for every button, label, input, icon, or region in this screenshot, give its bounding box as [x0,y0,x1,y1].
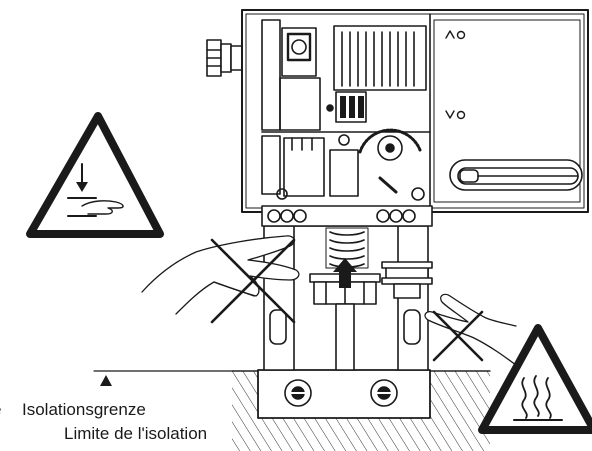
hand-right-prohibited [424,293,521,369]
position-indicator-closed [445,110,466,120]
manual-handle [449,159,583,191]
stem-coupling [309,227,433,371]
prohibited-cross-icon [432,310,484,362]
cam-gear [358,128,425,201]
insulation-limit-label-de: Isolationsgrenze [22,400,146,419]
hot-surface-warning-icon [478,324,592,434]
position-indicator-open [445,30,466,40]
vent-grille [333,25,427,91]
hand-left-prohibited [141,235,300,315]
cable-gland [206,39,246,77]
insulation-limit-label-fr: Limite de l'isolation [64,424,208,443]
prohibited-cross-icon [210,238,296,324]
insulation-limit-label-cut: e [0,400,1,420]
valve-body [257,369,431,419]
up-arrow-icon [333,258,357,288]
hand-crush-warning-icon [26,112,164,238]
terminal-block [326,91,367,123]
actuator-housing [241,9,589,227]
